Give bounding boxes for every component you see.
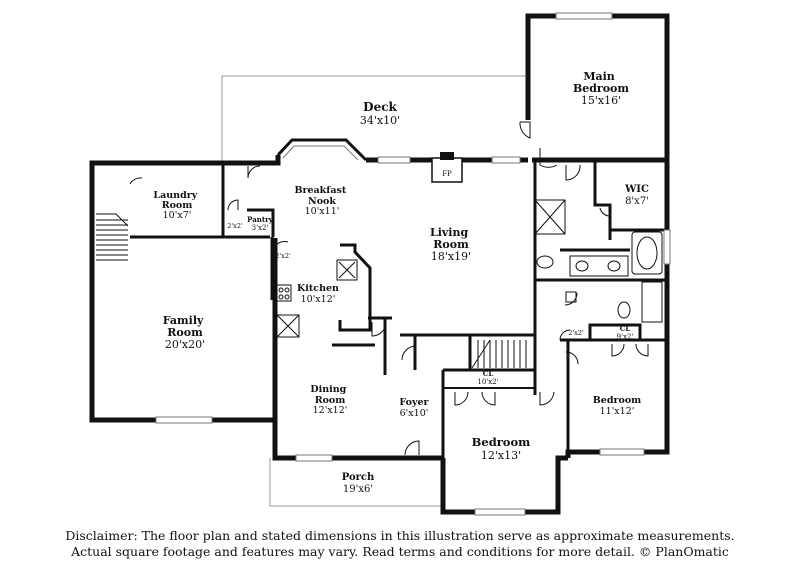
pantry-label: Pantry [247,215,274,224]
closet-laundry-label: 2'x2' [227,222,243,230]
laundry-room-label: Laundry Room [153,190,200,211]
windows [155,12,671,516]
laundry-room-dim: 10'x7' [163,210,192,221]
living-room-dim: 18'x19' [431,250,471,263]
disclaimer-line-2: Actual square footage and features may v… [71,544,729,559]
closet-right-label: CL [620,324,631,333]
bath-fixtures [534,199,663,323]
closet-center-dim: 10'x2' [477,378,498,386]
interior-walls [130,160,667,458]
bedroom-right-dim: 11'x12' [600,406,635,417]
closet-center-label: CL [483,369,494,378]
closet-hall-label: 2'x2' [568,329,584,337]
room-labels: Main Bedroom 15'x16' Deck 34'x10' Breakf… [153,70,649,495]
porch-outline [269,458,443,507]
disclaimer-line-1: Disclaimer: The floor plan and stated di… [65,528,735,543]
foyer-dim: 6'x10' [400,408,429,419]
deck-dim: 34'x10' [360,114,400,127]
porch-label: Porch [342,472,375,483]
fireplace-label: FP [442,170,452,178]
doors [129,121,649,456]
bedroom-bottom-label: Bedroom [472,435,531,449]
closet-right-dim: 9'x2' [617,333,634,341]
bay-window [276,138,368,162]
main-bedroom-label: Main Bedroom [573,70,629,95]
wic-dim: 8'x7' [625,196,649,207]
wic-label: WIC [624,184,649,195]
family-room-label: Family Room [163,314,208,339]
porch-dim: 19'x6' [343,484,373,495]
stairs-foyer [471,339,527,369]
kitchen-dim: 10'x12' [301,294,336,305]
main-bedroom-dim: 15'x16' [581,94,621,107]
living-room-label: Living Room [430,226,472,251]
foyer-label: Foyer [399,397,429,408]
pantry-dim: 3'x2' [252,224,269,232]
breakfast-nook-label: Breakfast Nook [294,185,349,207]
stairs-family [96,213,129,261]
kitchen-fixtures [276,259,358,338]
deck-outline [221,75,528,164]
kitchen-label: Kitchen [297,283,339,294]
bedroom-right-label: Bedroom [593,395,641,406]
fireplace: FP [431,152,463,183]
deck-label: Deck [363,100,397,114]
family-room-dim: 20'x20' [165,338,205,351]
dining-room-dim: 12'x12' [313,405,348,416]
bedroom-bottom-dim: 12'x13' [481,449,521,462]
breakfast-nook-dim: 10'x11' [305,206,340,217]
closet-kitchen-label: 2'x2' [275,252,291,260]
dining-room-label: Dining Room [310,384,349,406]
